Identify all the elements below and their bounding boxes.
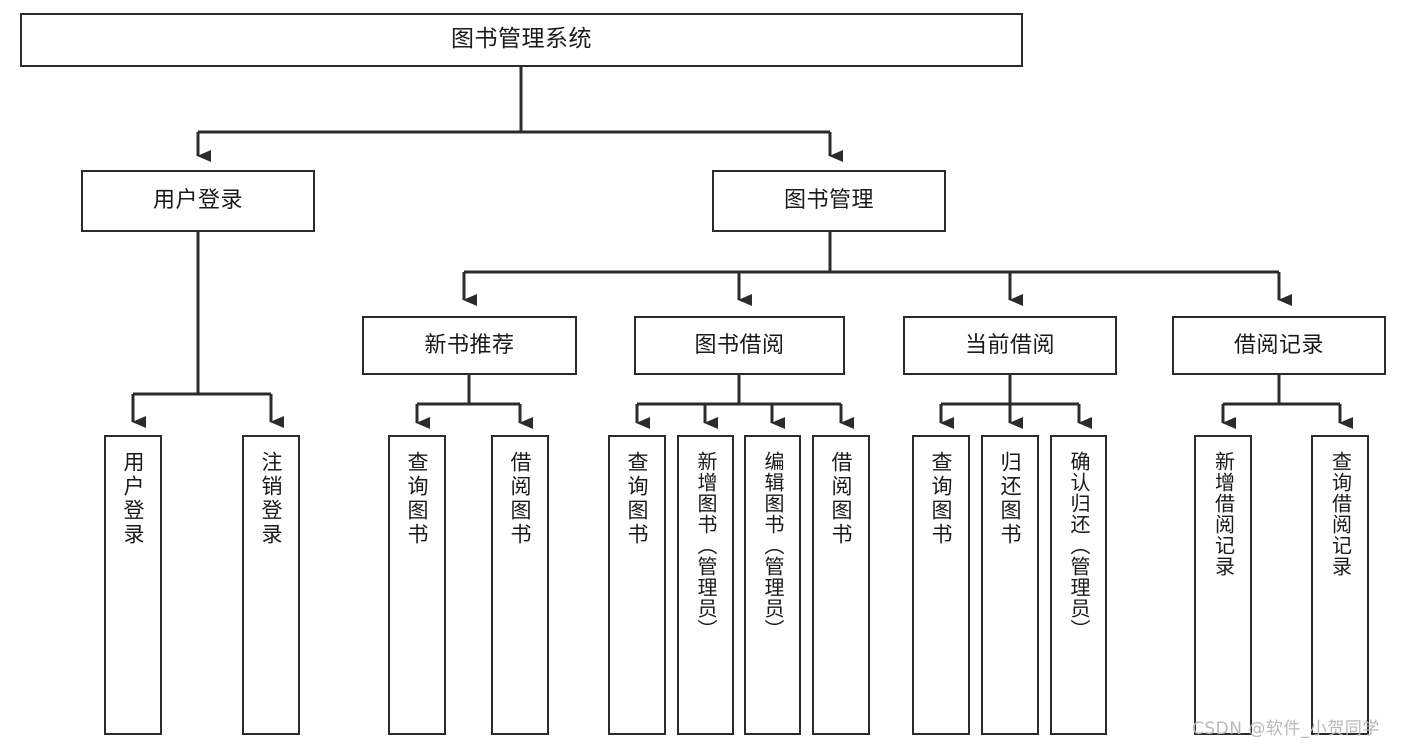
node-label: 图书借阅 (694, 332, 785, 358)
csdn-watermark: CSDN @软件_小贺同学 (1192, 719, 1380, 739)
node-label: 查询图书 (625, 451, 650, 547)
node-label: 借阅记录 (1233, 332, 1324, 358)
node-label: 归还图书 (998, 451, 1023, 547)
node-borrow-record[interactable]: 借阅记录 (1172, 316, 1386, 375)
node-label: 查询图书 (405, 451, 430, 547)
node-label: 借阅图书 (829, 451, 854, 547)
node-label: 新增借阅记录 (1211, 451, 1236, 577)
node-label: 查询借阅记录 (1328, 451, 1353, 577)
node-current-borrow[interactable]: 当前借阅 (903, 316, 1117, 375)
node-label: 新增图书（管理员） (694, 451, 718, 640)
leaf-logout[interactable]: 注销登录 (242, 435, 300, 735)
node-root-book-management-system[interactable]: 图书管理系统 (20, 13, 1023, 67)
leaf-query-book-borrow[interactable]: 查询图书 (608, 435, 666, 735)
leaf-borrow-book[interactable]: 借阅图书 (812, 435, 870, 735)
node-label: 用户登录 (152, 188, 243, 214)
node-book-management[interactable]: 图书管理 (712, 170, 946, 232)
node-label: 编辑图书（管理员） (761, 451, 785, 640)
leaf-edit-book-admin[interactable]: 编辑图书（管理员） (744, 435, 801, 735)
leaf-confirm-return-admin[interactable]: 确认归还（管理员） (1050, 435, 1107, 735)
node-label: 确认归还（管理员） (1067, 451, 1091, 640)
node-label: 注销登录 (259, 451, 284, 547)
leaf-user-login[interactable]: 用户登录 (104, 435, 162, 735)
node-label: 新书推荐 (424, 332, 515, 358)
node-label: 图书管理 (783, 188, 874, 214)
node-label: 查询图书 (929, 451, 954, 547)
leaf-add-borrow-record[interactable]: 新增借阅记录 (1194, 435, 1252, 735)
leaf-query-borrow-record[interactable]: 查询借阅记录 (1311, 435, 1369, 735)
leaf-add-book-admin[interactable]: 新增图书（管理员） (677, 435, 734, 735)
node-label: 用户登录 (121, 451, 146, 547)
leaf-return-book[interactable]: 归还图书 (981, 435, 1039, 735)
node-label: 当前借阅 (964, 332, 1055, 358)
node-book-borrow[interactable]: 图书借阅 (634, 316, 845, 375)
node-user-login[interactable]: 用户登录 (81, 170, 315, 232)
node-label: 借阅图书 (508, 451, 533, 547)
leaf-borrow-book-recommend[interactable]: 借阅图书 (491, 435, 549, 735)
leaf-query-book-current[interactable]: 查询图书 (912, 435, 970, 735)
leaf-query-book-recommend[interactable]: 查询图书 (388, 435, 446, 735)
node-new-book-recommend[interactable]: 新书推荐 (362, 316, 577, 375)
node-label: 图书管理系统 (451, 26, 592, 53)
